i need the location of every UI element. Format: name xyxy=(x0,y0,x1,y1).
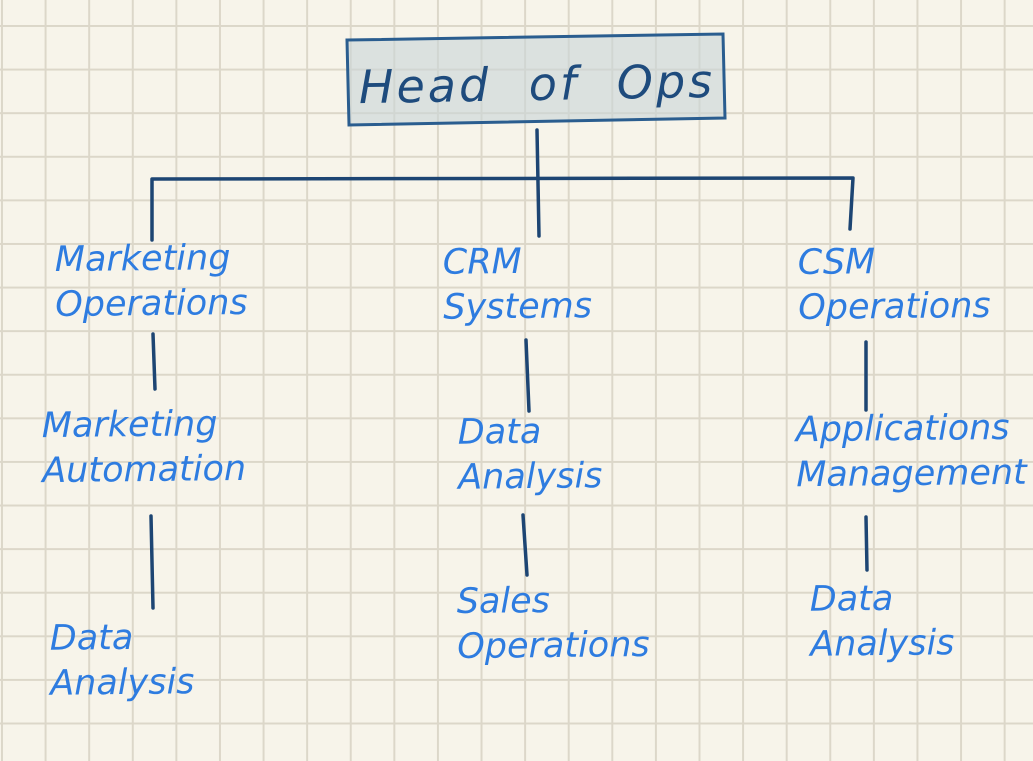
connector-col2-level3 xyxy=(521,513,529,577)
node-applications-management: Applications Management xyxy=(795,407,1027,496)
root-node-label: Head of Ops xyxy=(358,53,716,115)
connector-col1-level2 xyxy=(151,332,157,391)
node-sales-operations: Sales Operations xyxy=(456,581,650,668)
connector-col1-level3 xyxy=(149,514,155,610)
connector-horizontal-bus xyxy=(150,176,855,242)
connector-col3-level3 xyxy=(864,515,869,572)
node-crm-systems: CRM Systems xyxy=(442,241,593,328)
node-marketing-operations: Marketing Operations xyxy=(54,238,248,326)
connector-col2-level2 xyxy=(524,338,531,413)
node-marketing-data-analysis: Data Analysis xyxy=(49,617,195,704)
node-csm-data-analysis: Data Analysis xyxy=(809,578,955,665)
node-crm-data-analysis: Data Analysis xyxy=(457,411,603,498)
root-node-box xyxy=(345,32,727,127)
node-csm-operations: CSM Operations xyxy=(797,242,991,329)
connector-root-drop xyxy=(535,128,541,238)
node-marketing-automation: Marketing Automation xyxy=(41,404,247,492)
